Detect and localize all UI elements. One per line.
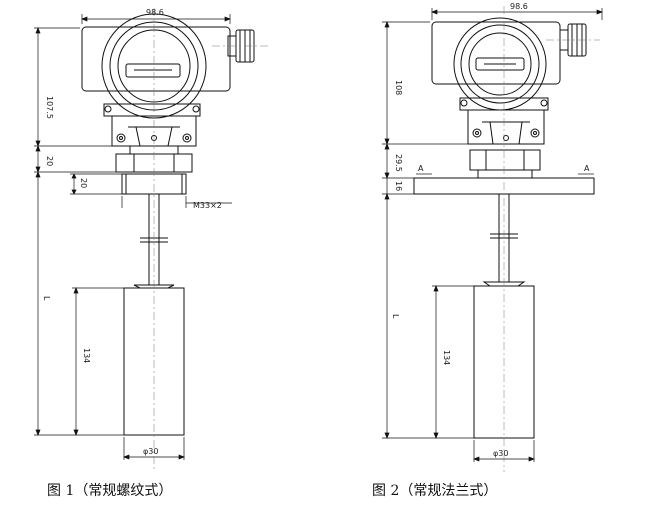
fig1-dim-length: L [42, 296, 51, 301]
fig2-dim-length: L [391, 314, 400, 319]
fig1-dim-thread-length: 20 [79, 178, 88, 188]
figure1-caption: 图 1（常规螺纹式） [47, 483, 173, 499]
figure2-caption: 图 2（常规法兰式） [372, 483, 498, 499]
fig2-dim-float-diameter: φ30 [493, 449, 508, 458]
figure1-sensor [81, 13, 255, 436]
fig1-dim-thread-size: M33×2 [193, 201, 222, 210]
fig2-section-mark-right: A [584, 164, 590, 173]
fig2-section-mark-left: A [418, 164, 424, 173]
figure1-dimension-lines [34, 14, 232, 460]
fig1-dim-width: 98.6 [146, 8, 164, 17]
fig2-dim-width: 98.6 [510, 2, 528, 11]
fig2-dim-flange-thickness: 16 [394, 181, 403, 191]
fig1-dim-neck: 20 [45, 156, 54, 166]
fig2-dim-float-length: 134 [442, 350, 451, 365]
fig2-dim-head-height: 108 [394, 80, 403, 95]
fig1-dim-float-length: 134 [82, 348, 91, 363]
fig1-dim-head-height: 107.5 [45, 96, 54, 119]
figure2-dimension-lines [382, 8, 603, 462]
center-lines [153, 6, 600, 472]
fig1-dim-float-diameter: φ30 [143, 447, 158, 456]
fig2-dim-neck: 29.5 [394, 154, 403, 172]
